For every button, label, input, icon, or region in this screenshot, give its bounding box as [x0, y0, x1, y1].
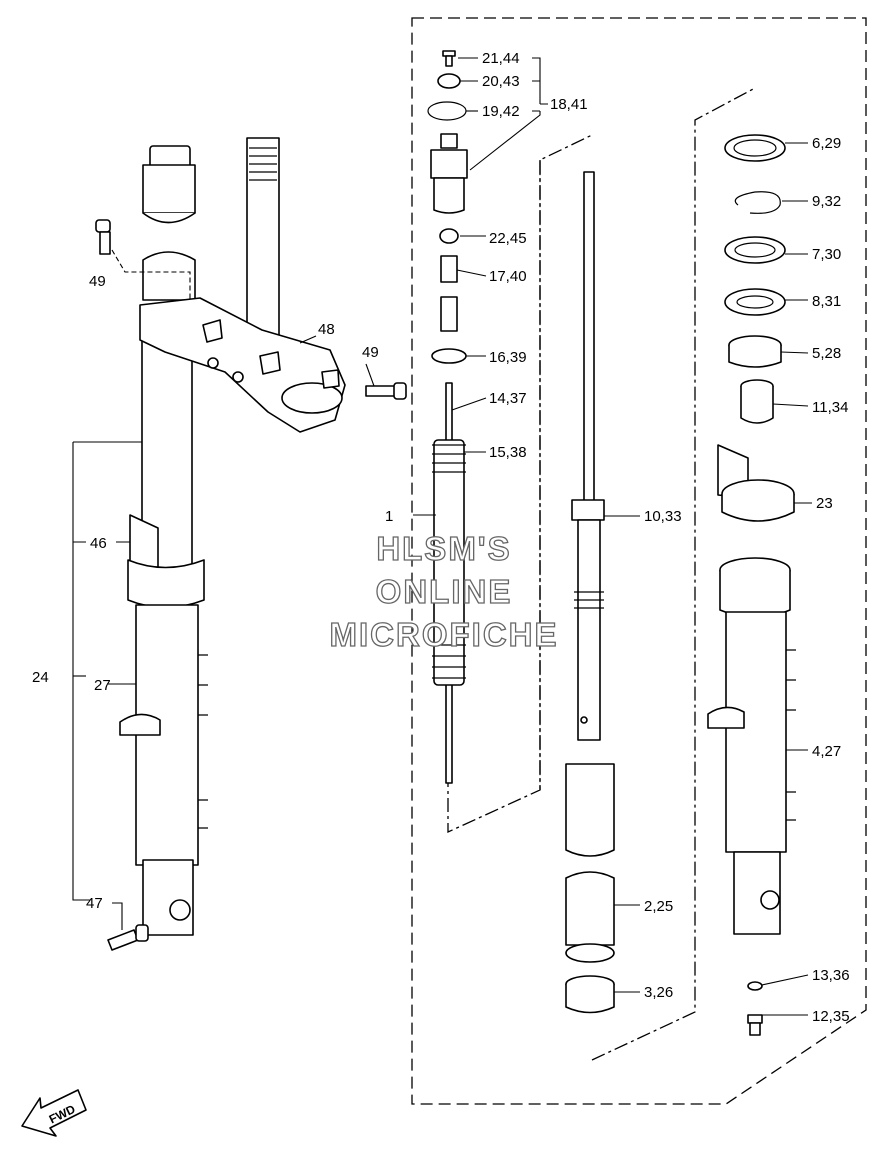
- callout-24: 24: [32, 669, 49, 686]
- bracket-nut-3: [321, 369, 340, 389]
- slide-bushing-3: [565, 975, 615, 1014]
- callout-4-27: 4,27: [812, 743, 841, 760]
- callout-49-bolt: 49: [362, 344, 379, 361]
- watermark-line-2: ONLINE: [376, 573, 513, 610]
- bracket-nut-2: [259, 351, 281, 375]
- steering-stem: [246, 137, 280, 349]
- callout-5-28: 5,28: [812, 345, 841, 362]
- bracket-bolt-49-top: [95, 219, 111, 255]
- callout-23: 23: [816, 495, 833, 512]
- callout-6-29: 6,29: [812, 135, 841, 152]
- callout-20-43: 20,43: [482, 73, 520, 90]
- cap-o-ring: [427, 101, 467, 121]
- watermark-line-1: HLSM'S: [376, 530, 511, 567]
- callout-46: 46: [90, 535, 107, 552]
- washer: [724, 288, 786, 316]
- callout-13-36: 13,36: [812, 967, 850, 984]
- callout-9-32: 9,32: [812, 193, 841, 210]
- callout-48: 48: [318, 321, 335, 338]
- callout-27: 27: [94, 677, 111, 694]
- assembly-boundary-cartridge: [539, 87, 756, 1061]
- oil-seal-clip: [734, 191, 781, 214]
- oil-seal: [724, 236, 786, 264]
- fork-cap-screw: [442, 50, 456, 67]
- callout-19-42: 19,42: [482, 103, 520, 120]
- assembly-boundary-outer: [411, 17, 867, 1105]
- callout-18-41: 18,41: [550, 96, 588, 113]
- under-bracket-clamp: [281, 382, 343, 414]
- callout-12-35: 12,35: [812, 1008, 850, 1025]
- fork-cap: [430, 133, 468, 214]
- fwd-arrow-icon: FWD: [21, 1089, 87, 1137]
- callout-1: 1: [385, 508, 393, 525]
- fork-outer-tube: [119, 514, 208, 936]
- spring-seat: [431, 348, 467, 364]
- callout-3-26: 3,26: [644, 984, 673, 1001]
- callout-17-40: 17,40: [489, 268, 527, 285]
- drain-bolt: [747, 1014, 763, 1036]
- callout-16-39: 16,39: [489, 349, 527, 366]
- bracket-bolt-49-side: [365, 382, 407, 400]
- dust-seal: [724, 134, 786, 162]
- oil-lock-piece: [740, 379, 774, 424]
- slide-bushing-2: [565, 763, 615, 963]
- locknut: [439, 228, 459, 244]
- bracket-nut-1: [202, 319, 223, 343]
- callout-47: 47: [86, 895, 103, 912]
- watermark-line-3: MICROFICHE: [330, 616, 559, 653]
- fork-upper-tube: [141, 145, 196, 581]
- outer-tube-right: [707, 557, 796, 935]
- callout-2-25: 2,25: [644, 898, 673, 915]
- callout-11-34: 11,34: [812, 399, 848, 416]
- callout-10-33: 10,33: [644, 508, 682, 525]
- bracket-bolt-hole-1: [207, 357, 219, 369]
- callout-15-38: 15,38: [489, 444, 527, 461]
- callout-14-37: 14,37: [489, 390, 527, 407]
- bracket-bolt-hole-2: [232, 371, 244, 383]
- damper-cartridge: [571, 171, 605, 741]
- spacer-collar: [440, 255, 458, 332]
- copper-washer: [747, 981, 763, 991]
- callout-21-44: 21,44: [482, 50, 520, 67]
- fork-protector: [717, 444, 795, 522]
- callout-8-31: 8,31: [812, 293, 841, 310]
- fork-spring: [432, 439, 466, 686]
- cap-washer: [437, 73, 461, 89]
- callout-22-45: 22,45: [489, 230, 527, 247]
- axle-pinch-bolt-47: [107, 924, 149, 951]
- callout-49-top: 49: [89, 273, 106, 290]
- callout-7-30: 7,30: [812, 246, 841, 263]
- slide-metal: [728, 335, 782, 368]
